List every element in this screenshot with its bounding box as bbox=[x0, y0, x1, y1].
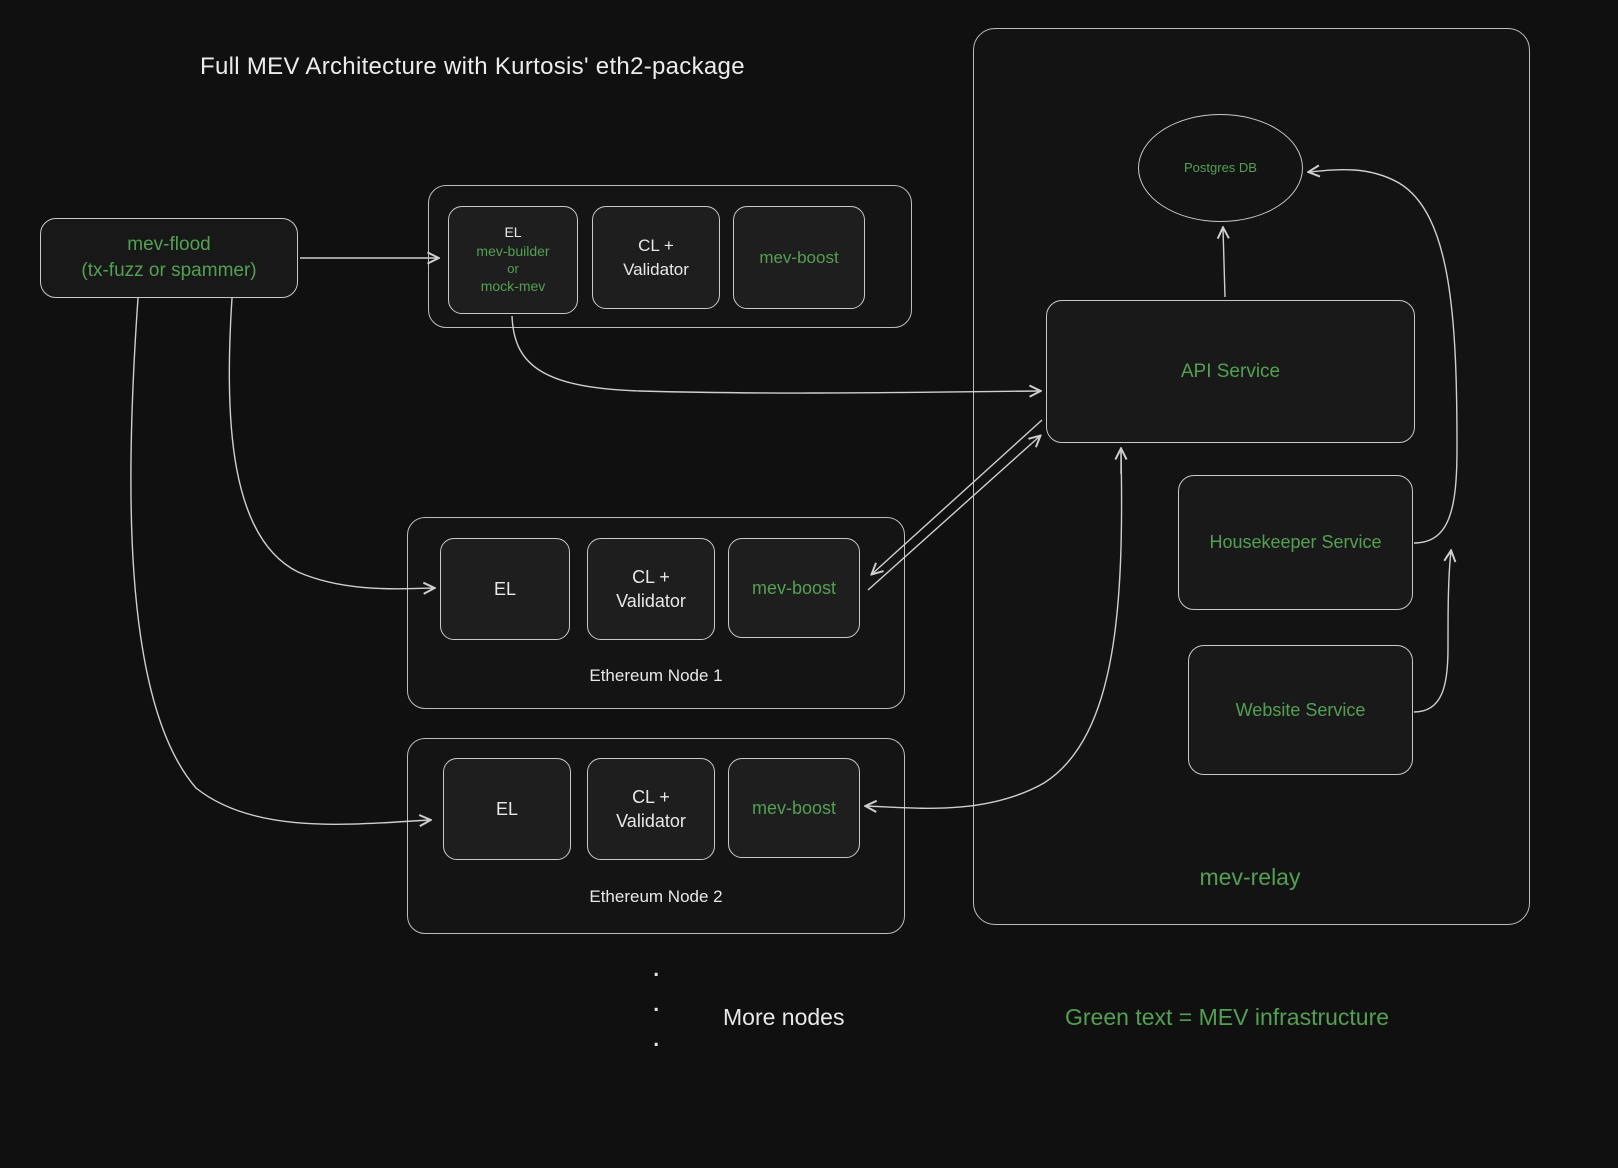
builder-el-sub3: mock-mev bbox=[480, 278, 546, 295]
postgres-db-label: Postgres DB bbox=[1184, 159, 1257, 175]
arrow-mevflood-to-node1 bbox=[228, 297, 434, 589]
postgres-db-ellipse: Postgres DB bbox=[1138, 114, 1303, 222]
mev-flood-label: mev-flood bbox=[127, 234, 211, 256]
housekeeper-service-box: Housekeeper Service bbox=[1178, 475, 1413, 610]
node1-cl-line2: Validator bbox=[616, 591, 686, 611]
builder-el-label: EL bbox=[504, 224, 522, 241]
node2-el-box: EL bbox=[443, 758, 571, 860]
node1-mev-boost-label: mev-boost bbox=[751, 577, 837, 598]
ellipsis-dot: . bbox=[652, 985, 661, 1018]
mev-flood-box: mev-flood (tx-fuzz or spammer) bbox=[40, 218, 298, 298]
more-nodes-label: More nodes bbox=[723, 1004, 845, 1030]
website-service-box: Website Service bbox=[1188, 645, 1413, 775]
node2-el-label: EL bbox=[495, 798, 519, 819]
builder-el-sub2: or bbox=[507, 261, 519, 277]
node1-el-box: EL bbox=[440, 538, 570, 640]
node2-cl-validator-box: CL + Validator bbox=[587, 758, 715, 860]
node2-mev-boost-label: mev-boost bbox=[751, 797, 837, 818]
node2-cl-line2: Validator bbox=[616, 811, 686, 831]
api-service-box: API Service bbox=[1046, 300, 1415, 443]
node1-cl-line1: CL + bbox=[632, 566, 670, 587]
node1-mev-boost-box: mev-boost bbox=[728, 538, 860, 638]
node2-caption: Ethereum Node 2 bbox=[589, 887, 723, 906]
housekeeper-service-label: Housekeeper Service bbox=[1209, 532, 1382, 553]
mev-relay-caption: mev-relay bbox=[1199, 864, 1301, 890]
builder-mev-boost-label: mev-boost bbox=[759, 247, 839, 267]
node1-el-label: EL bbox=[493, 578, 517, 599]
arrow-mevflood-to-node2 bbox=[130, 297, 430, 824]
ellipsis-dot: . bbox=[652, 1020, 661, 1053]
builder-mev-boost-box: mev-boost bbox=[733, 206, 865, 309]
builder-cl-validator-box: CL + Validator bbox=[592, 206, 720, 309]
green-text-legend: Green text = MEV infrastructure bbox=[1065, 1004, 1390, 1030]
api-service-label: API Service bbox=[1180, 360, 1281, 382]
builder-cl-line2: Validator bbox=[623, 259, 689, 279]
builder-el-box: EL mev-builder or mock-mev bbox=[448, 206, 578, 314]
node2-cl-line1: CL + bbox=[632, 786, 670, 807]
builder-el-sub1: mev-builder bbox=[476, 242, 550, 259]
builder-cl-line1: CL + bbox=[638, 236, 674, 256]
diagram-title: Full MEV Architecture with Kurtosis' eth… bbox=[200, 53, 745, 80]
ellipsis-dot: . bbox=[652, 950, 661, 983]
node1-cl-validator-box: CL + Validator bbox=[587, 538, 715, 640]
mev-flood-sublabel: (tx-fuzz or spammer) bbox=[81, 260, 257, 281]
node1-caption: Ethereum Node 1 bbox=[589, 666, 723, 685]
website-service-label: Website Service bbox=[1235, 699, 1366, 720]
node2-mev-boost-box: mev-boost bbox=[728, 758, 860, 858]
